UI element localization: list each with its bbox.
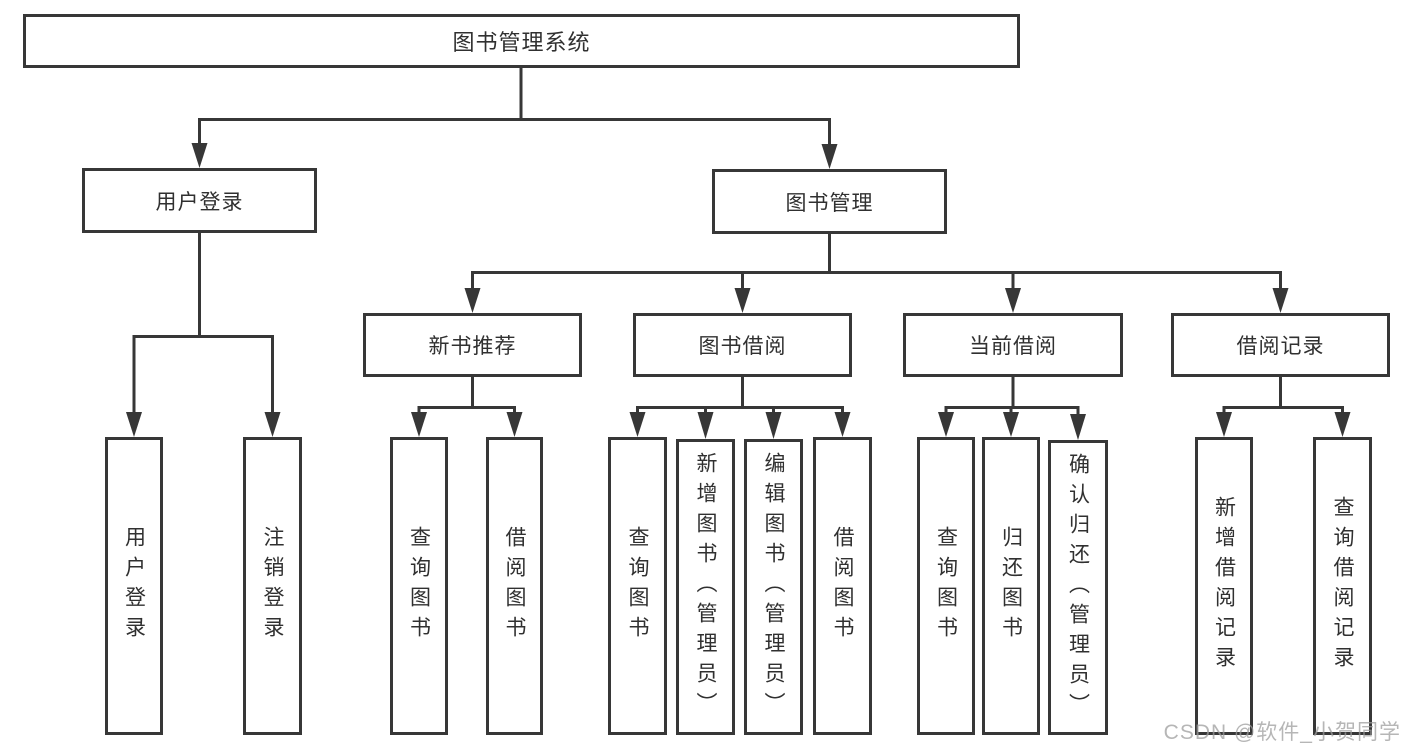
node-user-login: 用户登录 [82, 168, 317, 233]
node-current-borrowing: 当前借阅 [903, 313, 1123, 377]
node-borrow-records: 借阅记录 [1171, 313, 1390, 377]
leaf-query-borrow-record: 查询借阅记录 [1313, 437, 1372, 735]
node-label: 用户登录 [155, 190, 244, 214]
node-label: 新增图书（管理员） [694, 452, 717, 722]
node-label: 用户登录 [122, 526, 146, 646]
node-label: 图书管理 [785, 191, 874, 215]
node-label: 归还图书 [999, 526, 1023, 646]
node-label: 图书管理系统 [452, 30, 591, 55]
node-label: 注销登录 [261, 526, 284, 646]
node-label: 借阅记录 [1236, 335, 1325, 358]
watermark: CSDN @软件_小贺同学 [1163, 721, 1401, 744]
leaf-query-books-3: 查询图书 [917, 437, 975, 735]
node-label: 查询图书 [626, 526, 649, 646]
node-label: 新书推荐 [428, 335, 517, 358]
node-new-book-recommend: 新书推荐 [363, 313, 582, 377]
node-label: 图书借阅 [698, 335, 787, 358]
node-book-borrowing: 图书借阅 [633, 313, 852, 377]
leaf-add-books-admin: 新增图书（管理员） [676, 439, 735, 735]
leaf-borrow-books-1: 借阅图书 [486, 437, 543, 735]
arrowheads [126, 143, 1351, 440]
node-label: 编辑图书（管理员） [762, 452, 785, 722]
node-label: 确认归还（管理员） [1066, 452, 1090, 723]
leaf-borrow-books-2: 借阅图书 [813, 437, 872, 735]
leaf-confirm-return-admin: 确认归还（管理员） [1048, 440, 1108, 735]
node-book-management: 图书管理 [712, 169, 947, 234]
leaf-query-books-1: 查询图书 [390, 437, 448, 735]
node-label: 借阅图书 [503, 526, 526, 646]
node-label: 借阅图书 [831, 526, 854, 646]
leaf-edit-books-admin: 编辑图书（管理员） [744, 439, 803, 735]
node-label: 当前借阅 [969, 335, 1057, 358]
node-root: 图书管理系统 [23, 14, 1020, 68]
node-label: 新增借阅记录 [1212, 496, 1236, 676]
leaf-user-login: 用户登录 [105, 437, 163, 735]
leaf-return-books: 归还图书 [982, 437, 1040, 735]
leaf-add-borrow-record: 新增借阅记录 [1195, 437, 1253, 735]
node-label: 查询借阅记录 [1331, 496, 1354, 676]
leaf-query-books-2: 查询图书 [608, 437, 667, 735]
node-label: 查询图书 [407, 526, 431, 646]
leaf-logout: 注销登录 [243, 437, 302, 735]
node-label: 查询图书 [934, 526, 958, 646]
